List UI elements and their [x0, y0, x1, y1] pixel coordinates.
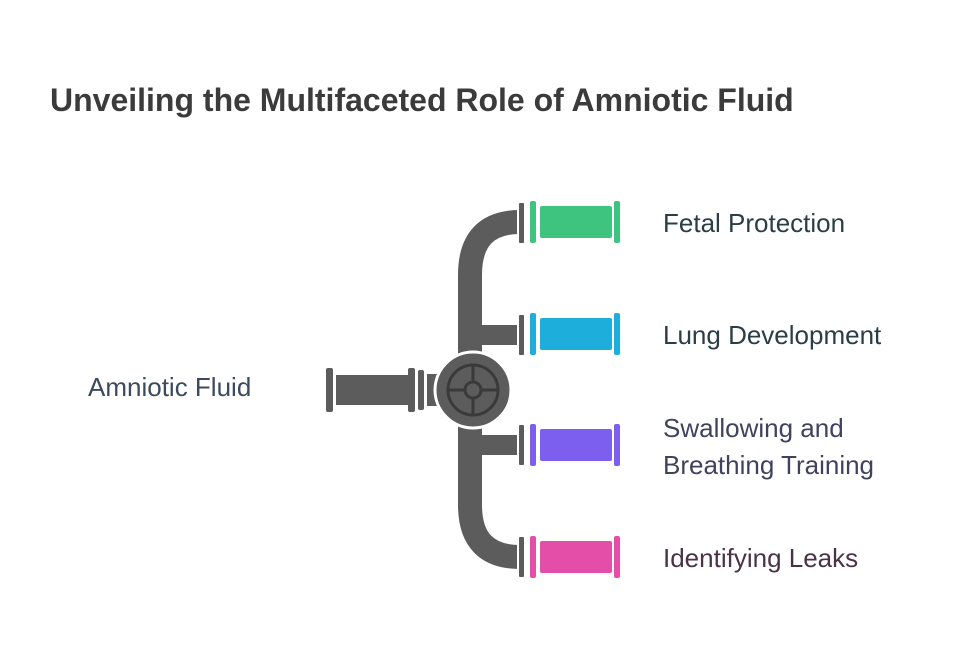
outlet-pipe — [530, 424, 620, 466]
output-label-lung-development: Lung Development — [663, 320, 882, 350]
output-label-identifying-leaks: Identifying Leaks — [663, 543, 859, 573]
pipe-trunk — [458, 210, 521, 569]
diagram-title: Unveiling the Multifaceted Role of Amnio… — [50, 82, 794, 118]
outlet-pipe — [530, 313, 620, 355]
branch-flanges — [517, 201, 526, 579]
pipe-branch-bottom — [458, 390, 521, 569]
inlet-pipe — [326, 368, 447, 412]
output-label-line: Swallowing and — [663, 413, 844, 443]
output-label-fetal-protection: Fetal Protection — [663, 208, 846, 238]
outlet-pipe — [530, 536, 620, 578]
source-label: Amniotic Fluid — [88, 372, 252, 402]
output-label-line: Breathing Training — [663, 450, 875, 480]
outlet-pipes — [530, 201, 620, 578]
pipe-branch-top — [458, 210, 521, 390]
valve-wheel-icon — [433, 350, 513, 430]
output-label-swallowing-breathing: Swallowing and Breathing Training — [663, 410, 874, 484]
outlet-pipe — [530, 201, 620, 243]
